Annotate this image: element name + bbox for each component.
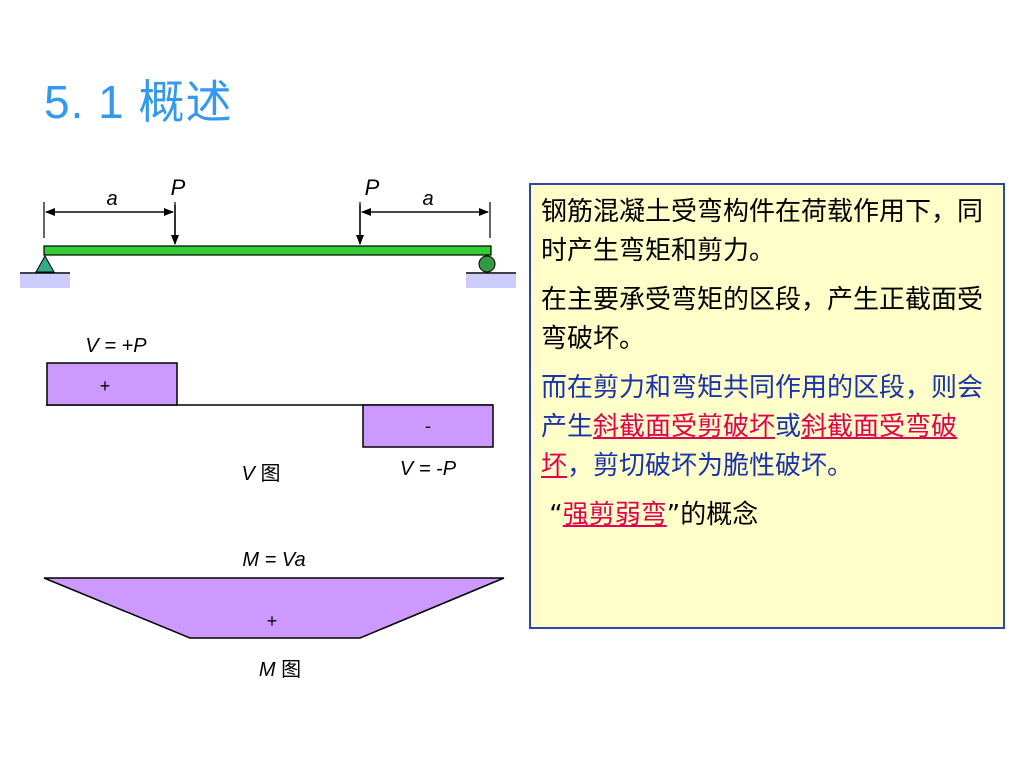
para-1: 钢筋混凝土受弯构件在荷载作用下，同时产生弯矩和剪力。 (541, 197, 984, 266)
moment-diagram-name: M 图 (259, 659, 301, 681)
moment-region (43, 577, 505, 639)
term-strong-shear-weak-bending: 强剪弱弯 (562, 500, 667, 530)
shear-sign-negative: - (425, 416, 431, 436)
load-label-right: P (365, 175, 380, 200)
shear-label-top: V = +P (85, 335, 147, 357)
shear-positive-region (46, 362, 178, 406)
pin-support (20, 254, 70, 288)
term-oblique-flexure-failure: 斜截面受弯破坏 (541, 412, 958, 481)
para-3-text-c: ，剪切破坏为脆性破坏。 (567, 451, 854, 481)
moment-label-top: M = Va (242, 549, 305, 571)
para-4-rest: ”的概念 (666, 500, 759, 530)
roller-support (466, 255, 516, 288)
beam-diagram: a a P P V = +P + - V = -P V 图 M = Va + M… (20, 175, 516, 681)
dim-label-right: a (422, 188, 433, 210)
beam (43, 245, 492, 256)
shear-diagram-name: V 图 (242, 463, 281, 485)
dim-label-left: a (106, 188, 117, 210)
shear-negative-region (362, 404, 494, 448)
para-3-text-a: 而在剪力和弯矩共同作用的区段，则会产生 (541, 373, 984, 442)
para-3: 而在剪力和弯矩共同作用的区段，则会产生斜截面受剪破坏或斜截面受弯破坏，剪切破坏为… (541, 369, 993, 486)
para-4: “强剪弱弯”的概念 (541, 496, 993, 535)
shear-label-bottom: V = -P (400, 458, 457, 480)
moment-sign: + (267, 611, 278, 631)
quote-open: “ (549, 500, 563, 530)
para-2: 在主要承受弯矩的区段，产生正截面受弯破坏。 (541, 285, 984, 354)
load-label-left: P (171, 175, 186, 200)
shear-sign-positive: + (100, 376, 111, 396)
explanation-box: 钢筋混凝土受弯构件在荷载作用下，同时产生弯矩和剪力。 在主要承受弯矩的区段，产生… (529, 183, 1005, 629)
slide-title: 5. 1 概述 (44, 76, 233, 128)
para-3-text-b: 或 (775, 412, 802, 442)
term-oblique-shear-failure: 斜截面受剪破坏 (593, 412, 776, 442)
